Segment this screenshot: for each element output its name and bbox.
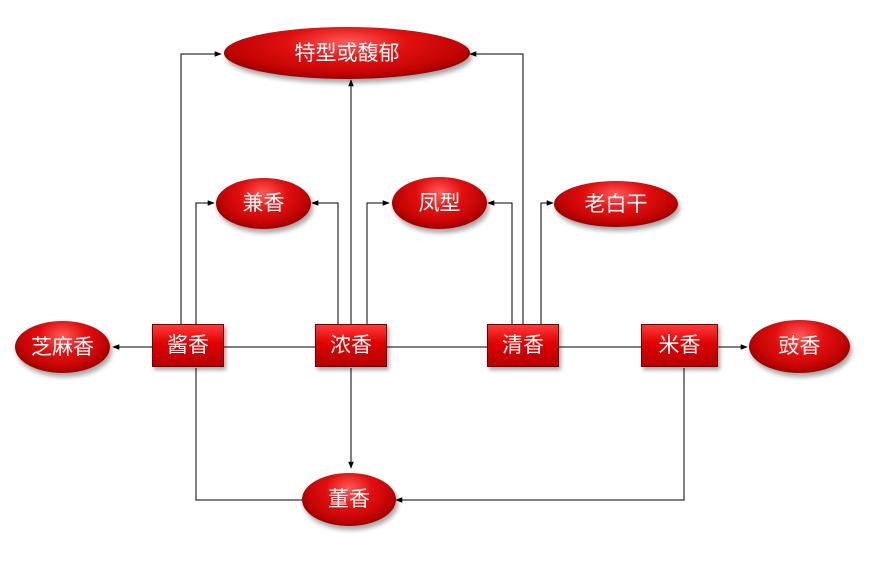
arrow-qing-laobai <box>540 200 554 324</box>
node-jianxiang: 兼香 <box>216 178 311 229</box>
arrow-qing-feng <box>487 200 513 324</box>
node-mixiang: 米香 <box>641 324 718 367</box>
node-zhimaxiang: 芝麻香 <box>15 321 110 373</box>
arrow-nong-jian <box>311 200 339 324</box>
node-chixiang: 豉香 <box>749 320 850 373</box>
arrow-jiang-jian <box>195 200 215 324</box>
node-laobaigan: 老白干 <box>554 181 678 227</box>
arrow-jiang-texing <box>180 51 222 324</box>
node-qingxiang: 清香 <box>487 324 559 367</box>
arrow-qing-texing <box>469 51 524 324</box>
arrow-nong-feng <box>366 200 390 324</box>
line-jiang-dong <box>195 368 302 501</box>
node-texing-fuyu: 特型或馥郁 <box>224 27 470 79</box>
arrow-mi-dong <box>395 368 685 503</box>
node-fengxing: 凤型 <box>392 177 487 229</box>
node-dongxiang: 董香 <box>302 473 396 526</box>
node-nongxiang: 浓香 <box>315 324 387 367</box>
node-jiangxiang: 酱香 <box>152 324 224 367</box>
